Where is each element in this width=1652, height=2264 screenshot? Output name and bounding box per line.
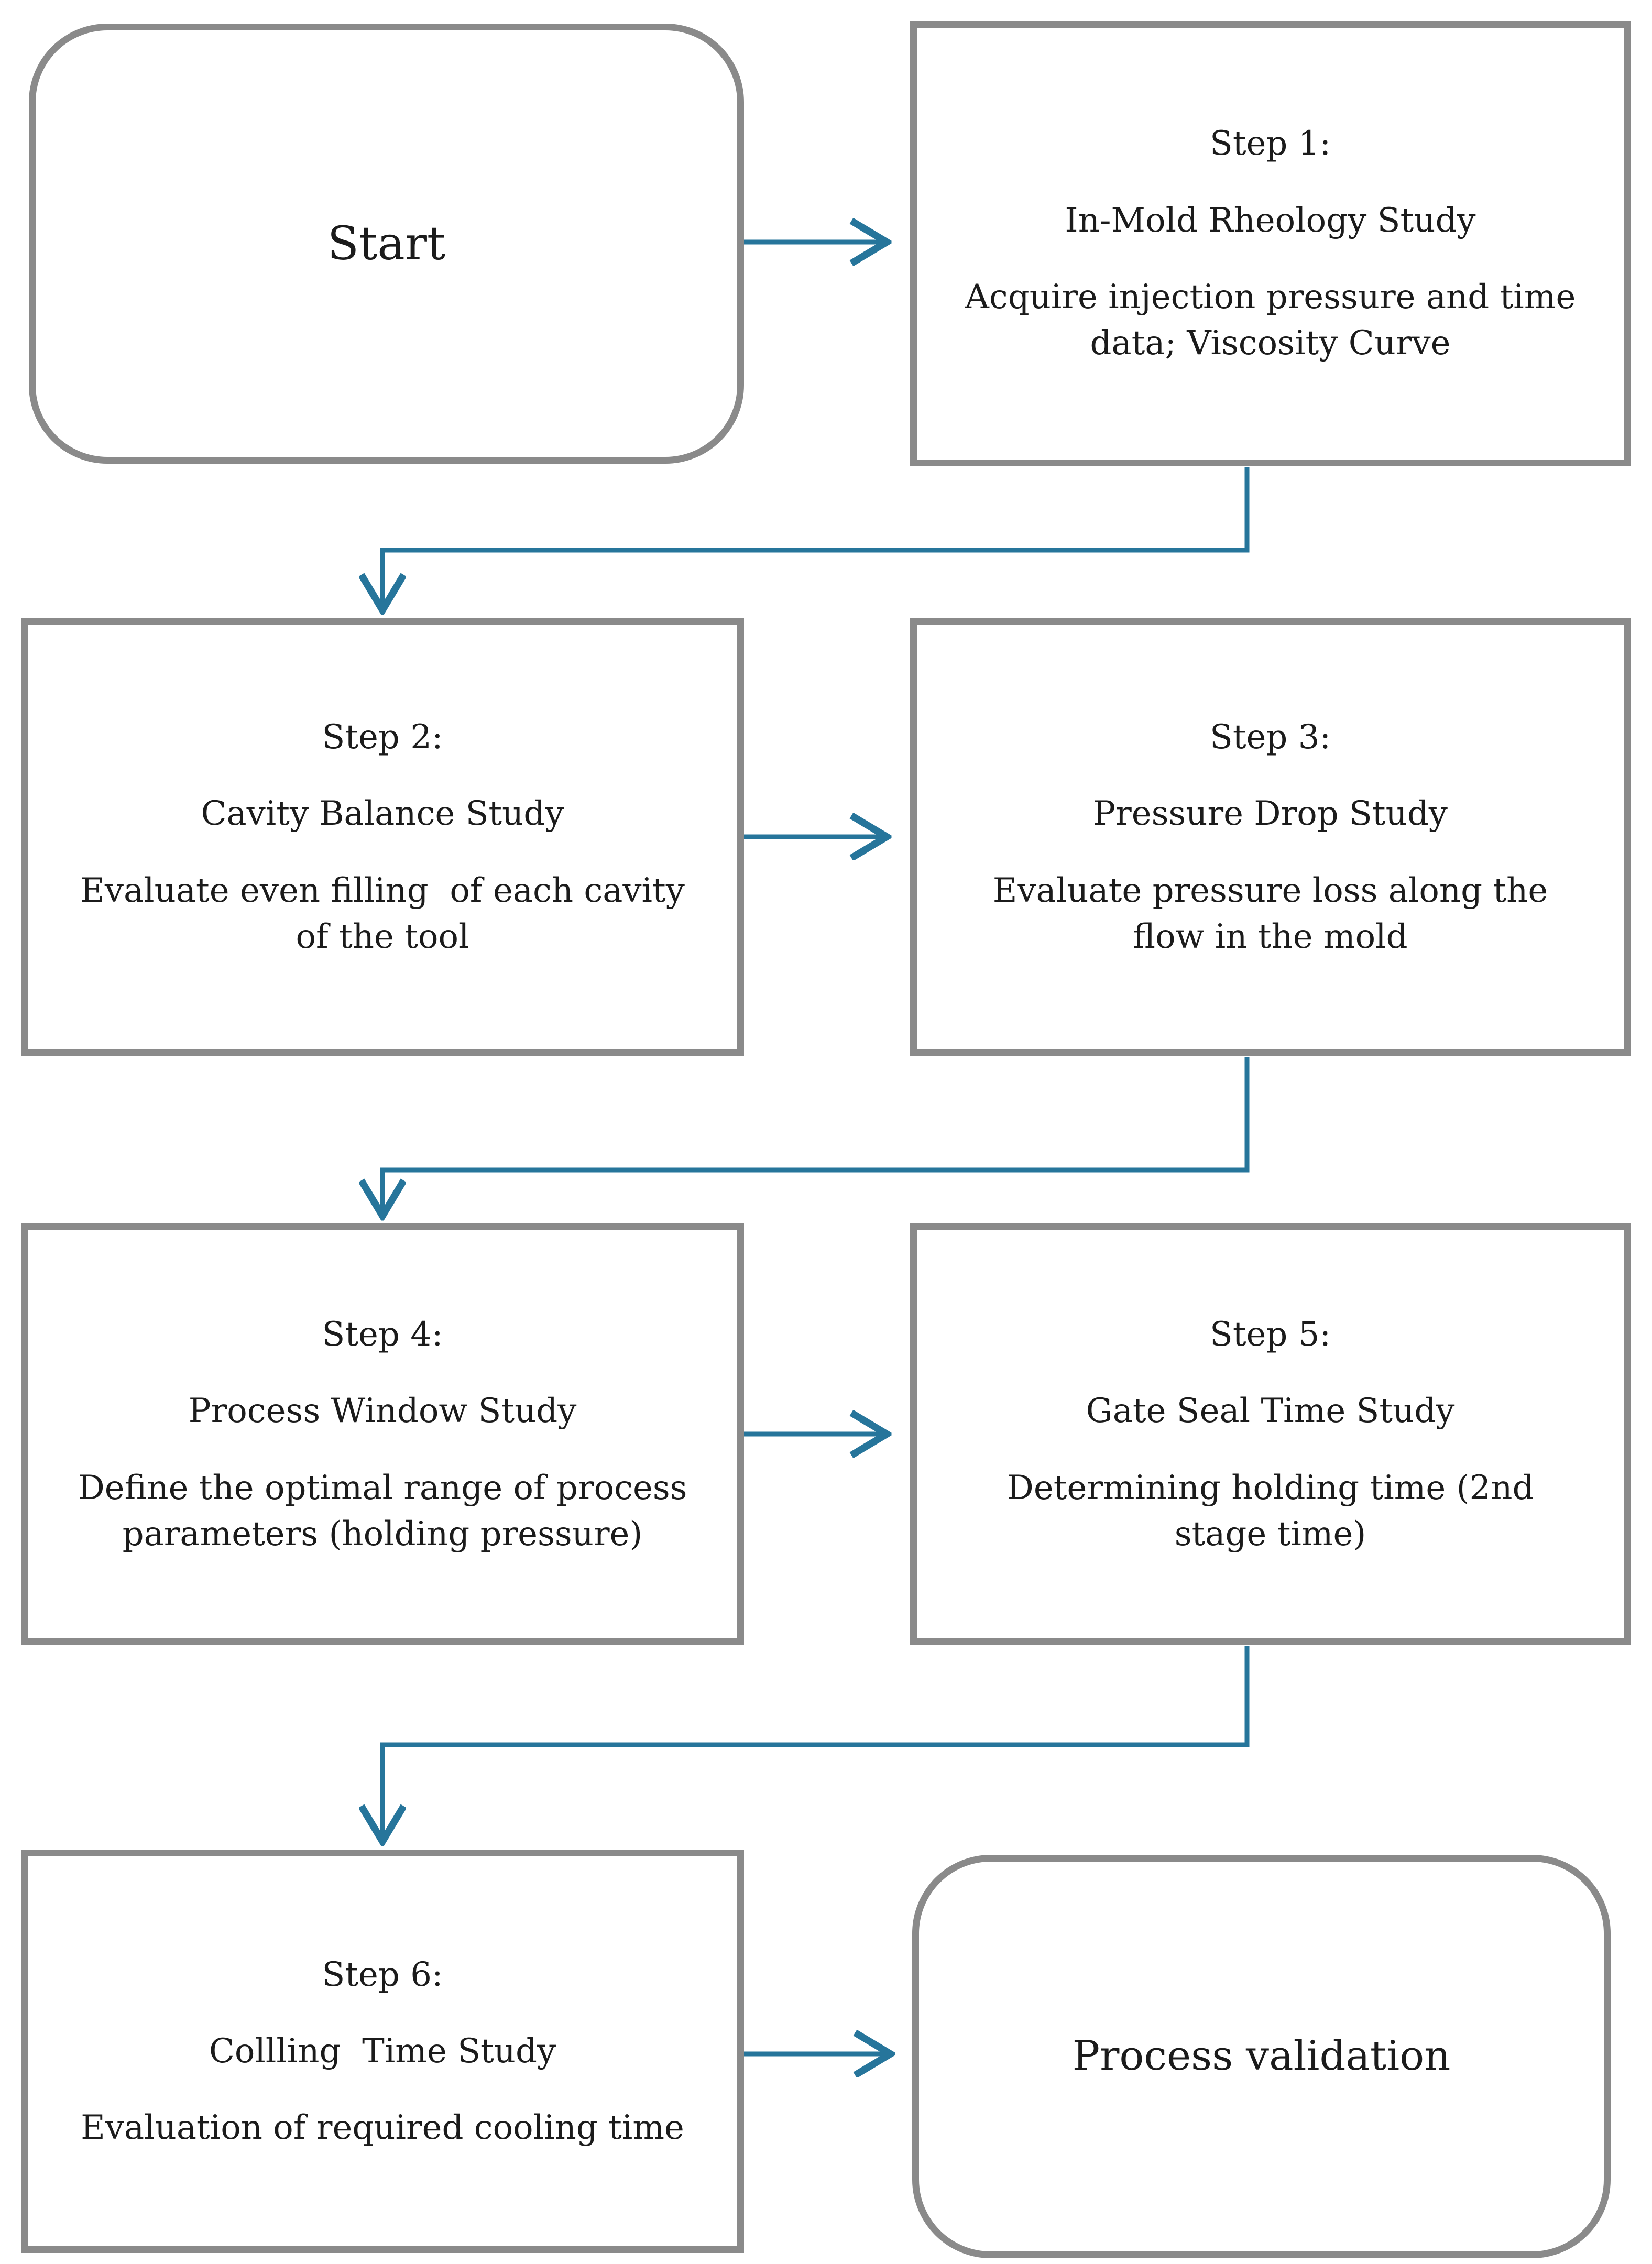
step4-description: Define the optimal range of process para… <box>78 1468 687 1554</box>
step5-description: Determining holding time (2nd stage time… <box>1006 1468 1534 1554</box>
step5-heading: Step 5: <box>1209 1315 1331 1354</box>
process-validation-node: Process validation <box>912 1855 1611 2258</box>
process-validation-label: Process validation <box>1072 2032 1451 2080</box>
step6-title: Collling Time Study <box>209 2031 556 2071</box>
step6-description: Evaluation of required cooling time <box>81 2108 684 2148</box>
step3-title: Pressure Drop Study <box>1093 794 1448 834</box>
connector-step3-to-step4 <box>382 1057 1250 1213</box>
step1-description: Acquire injection pressure and time data… <box>965 278 1576 363</box>
start-label: Start <box>327 216 446 271</box>
step4-title: Process Window Study <box>188 1392 577 1431</box>
step4-node: Step 4: Process Window Study Define the … <box>21 1223 744 1645</box>
step3-node: Step 3: Pressure Drop Study Evaluate pre… <box>910 618 1631 1056</box>
step3-heading: Step 3: <box>1209 717 1331 757</box>
step1-heading: Step 1: <box>1209 124 1331 163</box>
connector-step5-to-step6 <box>382 1646 1250 1839</box>
step6-node: Step 6: Collling Time Study Evaluation o… <box>21 1850 744 2253</box>
step5-title: Gate Seal Time Study <box>1086 1392 1455 1431</box>
step1-node: Step 1: In-Mold Rheology Study Acquire i… <box>910 21 1631 466</box>
step2-heading: Step 2: <box>322 717 443 757</box>
step2-title: Cavity Balance Study <box>201 794 564 834</box>
step5-node: Step 5: Gate Seal Time Study Determining… <box>910 1223 1631 1645</box>
step3-description: Evaluate pressure loss along the flow in… <box>992 871 1548 956</box>
step6-heading: Step 6: <box>322 1955 443 1994</box>
step2-description: Evaluate even filling of each cavity of … <box>80 871 685 956</box>
connector-step1-to-step2 <box>382 467 1250 608</box>
start-node: Start <box>29 24 744 464</box>
step4-heading: Step 4: <box>322 1315 443 1354</box>
step1-title: In-Mold Rheology Study <box>1065 201 1476 240</box>
step2-node: Step 2: Cavity Balance Study Evaluate ev… <box>21 618 744 1056</box>
